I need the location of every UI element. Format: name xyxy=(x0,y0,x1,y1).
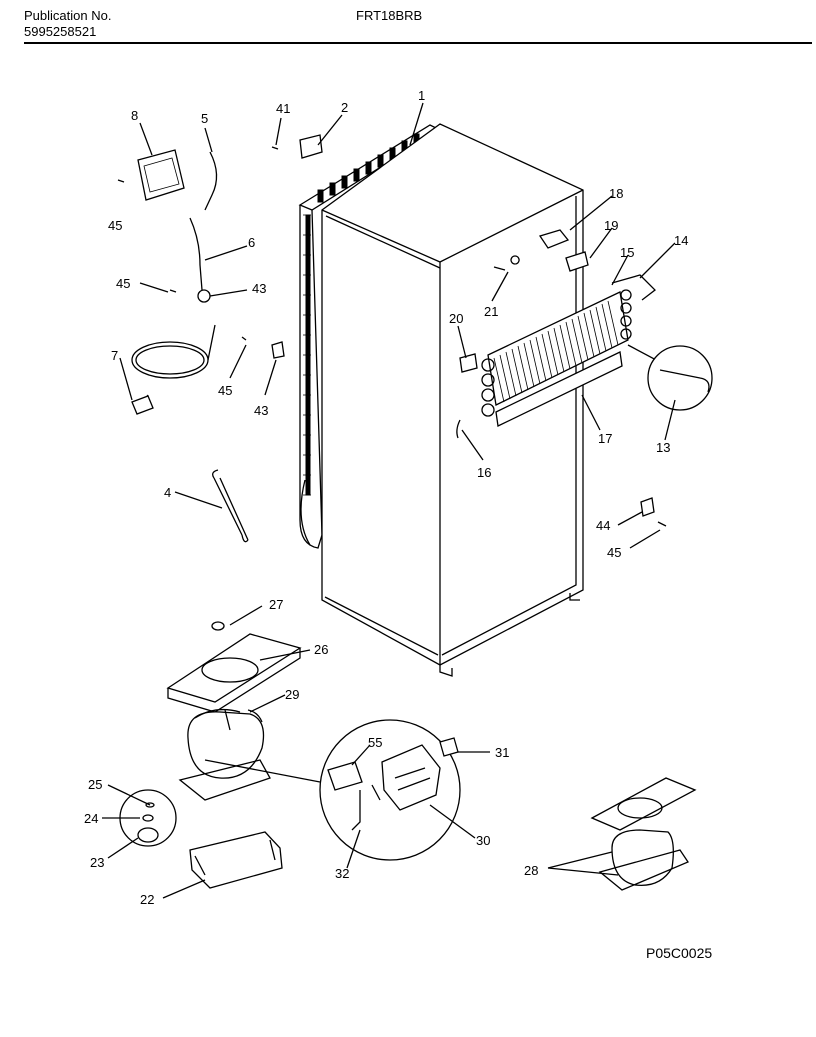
evaporator-assembly xyxy=(481,274,691,427)
part-label-23: 23 xyxy=(90,855,104,870)
part-label-45-b: 45 xyxy=(116,276,130,291)
part-label-17: 17 xyxy=(598,431,612,446)
part-label-30: 30 xyxy=(476,833,490,848)
header-rule xyxy=(24,42,812,44)
part-label-44: 44 xyxy=(596,518,610,533)
part-label-55: 55 xyxy=(368,735,382,750)
part-label-29: 29 xyxy=(285,687,299,702)
part-labels: 1 2 41 8 5 45 6 45 43 7 45 43 4 18 19 15… xyxy=(84,88,688,907)
part-label-14: 14 xyxy=(674,233,688,248)
part-label-45-d: 45 xyxy=(607,545,621,560)
part-label-7: 7 xyxy=(111,348,118,363)
model-number: FRT18BRB xyxy=(356,8,423,23)
parts-right-side xyxy=(456,229,713,527)
part-label-16: 16 xyxy=(477,465,491,480)
part-label-5: 5 xyxy=(201,111,208,126)
part-label-31: 31 xyxy=(495,745,509,760)
part-label-15: 15 xyxy=(620,245,634,260)
part-label-28: 28 xyxy=(524,863,538,878)
part-label-43-b: 43 xyxy=(254,403,268,418)
part-label-1: 1 xyxy=(418,88,425,103)
alternate-compressor xyxy=(590,777,697,891)
part-label-22: 22 xyxy=(140,892,154,907)
part-label-2: 2 xyxy=(341,100,348,115)
publication-label: Publication No. xyxy=(24,8,112,23)
compressor-assembly xyxy=(119,621,321,889)
leader-lines xyxy=(102,102,676,899)
part-label-24: 24 xyxy=(84,811,98,826)
part-label-6: 6 xyxy=(248,235,255,250)
part-label-19: 19 xyxy=(604,218,618,233)
diagram-code: P05C0025 xyxy=(646,945,713,961)
part-label-20: 20 xyxy=(449,311,463,326)
part-label-32: 32 xyxy=(335,866,349,881)
part-label-13: 13 xyxy=(656,440,670,455)
part-label-26: 26 xyxy=(314,642,328,657)
publication-number: 5995258521 xyxy=(24,24,97,39)
parts-left-side xyxy=(117,134,323,543)
part-label-45-c: 45 xyxy=(218,383,232,398)
part-label-41: 41 xyxy=(276,101,290,116)
part-label-25: 25 xyxy=(88,777,102,792)
part-label-45-a: 45 xyxy=(108,218,122,233)
part-label-27: 27 xyxy=(269,597,283,612)
condenser-coil xyxy=(298,124,442,549)
part-label-8: 8 xyxy=(131,108,138,123)
part-label-43-a: 43 xyxy=(252,281,266,296)
part-label-18: 18 xyxy=(609,186,623,201)
part-label-4: 4 xyxy=(164,485,171,500)
part-label-21: 21 xyxy=(484,304,498,319)
relay-inset xyxy=(319,719,461,861)
